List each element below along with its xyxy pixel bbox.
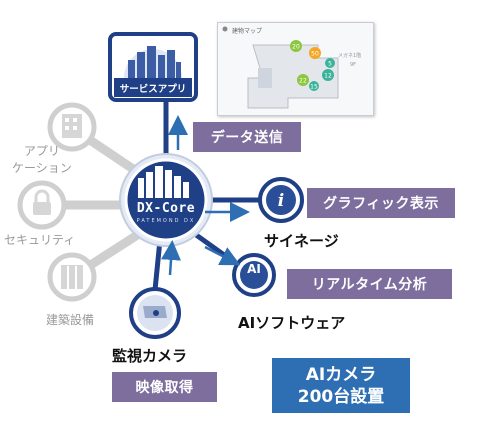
map-graphic: 20 50 5 12 22 15 メガネ1階 9F: [222, 26, 361, 109]
label-data-send: データ送信: [193, 122, 301, 152]
map-title: 建物マップ: [232, 28, 263, 35]
map-marker-3: 5: [328, 61, 332, 68]
ai-camera-banner: AIカメラ 200台設置: [272, 358, 410, 413]
ai-icon-text: AI: [247, 262, 261, 276]
label-ai-software: AIソフトウェア: [238, 314, 346, 332]
label-video-capture: 映像取得: [112, 372, 217, 402]
label-camera: 監視カメラ: [112, 347, 188, 365]
map-floor-code: 9F: [350, 62, 356, 68]
ai-software-node: [232, 253, 276, 297]
label-realtime-analysis: リアルタイム分析: [287, 269, 452, 299]
dx-core-hub: [119, 153, 213, 247]
label-signage: サイネージ: [264, 232, 339, 250]
label-application-line1: アプリ: [23, 144, 60, 158]
label-application-line2: ケーション: [12, 161, 72, 175]
camera-node: [129, 287, 181, 339]
dx-core-sub: PATEMOND DX: [136, 218, 196, 224]
svg-text:i: i: [278, 191, 284, 211]
label-security: セキュリティ: [4, 233, 76, 247]
dx-core-name: DX-Core: [136, 201, 196, 216]
label-graphic-display: グラフィック表示: [307, 188, 455, 218]
gray-node-building: [47, 252, 97, 302]
flow-arrows: [161, 115, 250, 276]
banner-line1: AIカメラ: [305, 364, 377, 385]
label-application: アプリ ケーション: [12, 143, 72, 177]
map-marker-1: 20: [292, 44, 300, 51]
map-marker-4: 12: [324, 73, 332, 80]
map-floor-label: メガネ1階: [338, 52, 361, 59]
map-marker-6: 15: [310, 84, 318, 91]
signage-node: i: [258, 177, 304, 223]
map-marker-2: 50: [311, 51, 319, 58]
gray-node-security: [17, 180, 67, 230]
map-marker-5: 22: [299, 78, 307, 85]
service-app-caption: サービスアプリ: [114, 78, 192, 97]
map-screenshot: 20 50 5 12 22 15 メガネ1階 9F 建物マップ: [217, 22, 374, 116]
banner-line2: 200台設置: [297, 386, 385, 407]
label-building: 建築設備: [46, 313, 95, 327]
gray-node-application: [47, 102, 97, 152]
